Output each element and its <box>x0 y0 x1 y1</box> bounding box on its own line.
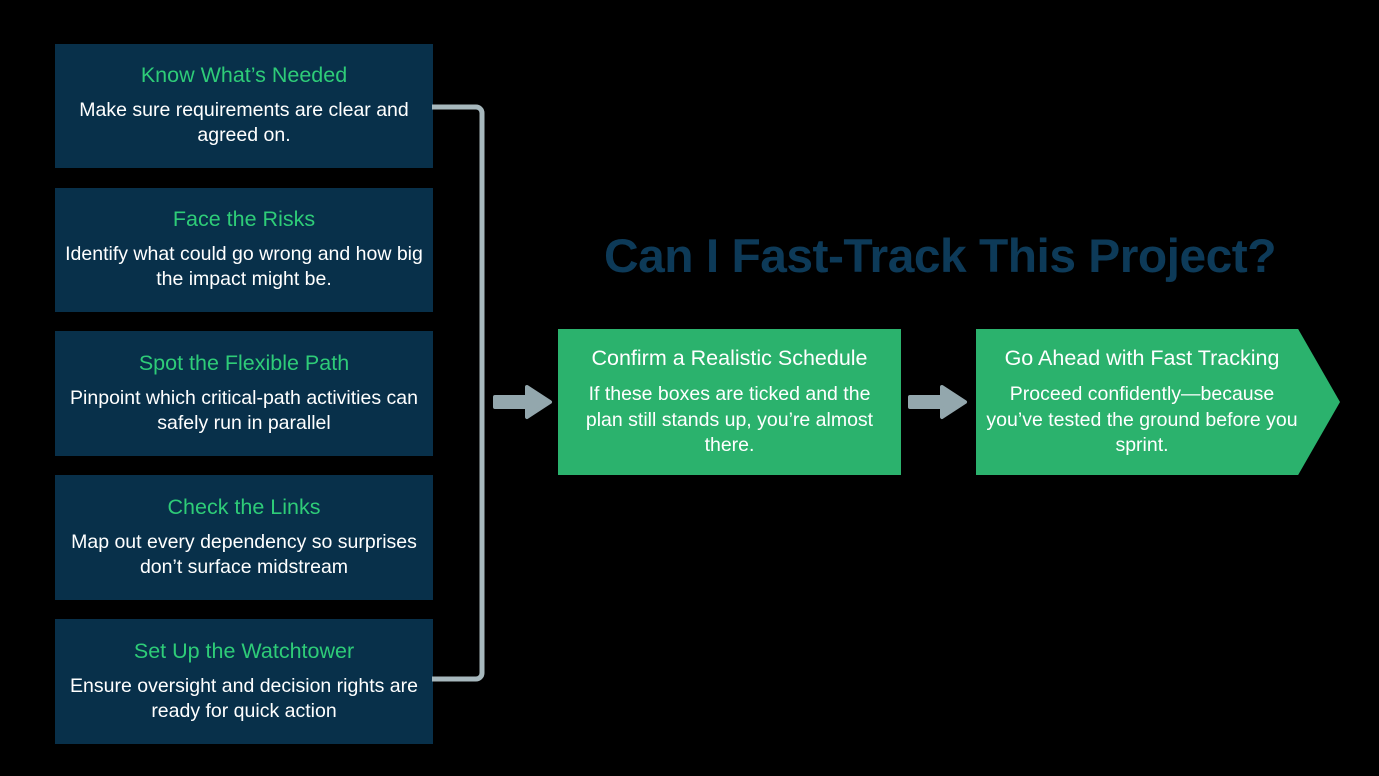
criteria-card-body: Map out every dependency so surprises do… <box>71 530 417 578</box>
outcome-body: Proceed confidently—because you’ve teste… <box>986 383 1298 457</box>
criteria-group-bracket-icon <box>432 104 486 682</box>
outcome-body: If these boxes are ticked and the plan s… <box>585 383 874 457</box>
outcome-box-schedule[interactable]: Confirm a Realistic Schedule If these bo… <box>558 329 901 475</box>
page-title: Can I Fast-Track This Project? <box>603 229 1277 282</box>
outcome-title: Confirm a Realistic Schedule <box>591 345 868 370</box>
criteria-card-4[interactable]: Check the Links Map out every dependency… <box>55 475 433 600</box>
criteria-card-title: Face the Risks <box>172 207 316 232</box>
criteria-card-3[interactable]: Spot the Flexible Path Pinpoint which cr… <box>55 331 433 456</box>
criteria-card-body: Pinpoint which critical-path activities … <box>70 386 418 434</box>
criteria-card-2[interactable]: Face the Risks Identify what could go wr… <box>55 188 433 312</box>
criteria-card-body: Ensure oversight and decision rights are… <box>70 674 418 722</box>
arrow-right-icon-2 <box>908 380 968 424</box>
arrow-right-icon-1 <box>493 380 553 424</box>
criteria-card-title: Know What’s Needed <box>140 63 348 88</box>
criteria-card-title: Check the Links <box>167 494 321 519</box>
criteria-card-title: Spot the Flexible Path <box>138 350 350 375</box>
outcome-title: Go Ahead with Fast Tracking <box>1004 345 1280 370</box>
outcome-chevron-go-ahead[interactable]: Go Ahead with Fast Tracking Proceed conf… <box>976 329 1340 475</box>
criteria-card-1[interactable]: Know What’s Needed Make sure requirement… <box>55 44 433 168</box>
criteria-card-title: Set Up the Watchtower <box>133 638 355 663</box>
criteria-card-body: Identify what could go wrong and how big… <box>65 243 423 291</box>
criteria-card-body: Make sure requirements are clear and agr… <box>79 99 409 147</box>
criteria-card-5[interactable]: Set Up the Watchtower Ensure oversight a… <box>55 619 433 744</box>
